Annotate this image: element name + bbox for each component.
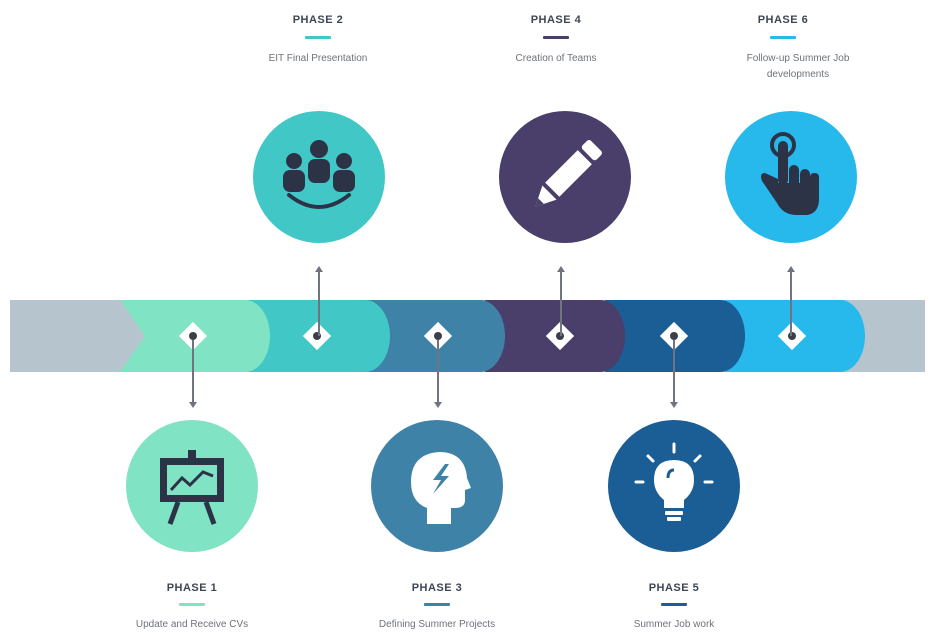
phase-3-description: Defining Summer Projects xyxy=(378,619,496,630)
phase-6-title: PHASE 6 xyxy=(757,14,809,26)
connector-3 xyxy=(437,340,439,402)
arrow-down-icon xyxy=(434,402,442,408)
milestone-dot-3 xyxy=(434,332,442,340)
milestone-dot-2 xyxy=(313,332,321,340)
phase-1-circle xyxy=(126,420,258,552)
lightbulb-icon xyxy=(634,442,714,521)
phase-2-title: PHASE 2 xyxy=(292,14,344,26)
phase-3-underline xyxy=(424,603,450,606)
phase-4-title: PHASE 4 xyxy=(530,14,582,26)
connector-5 xyxy=(673,340,675,402)
phase-6-circle xyxy=(725,111,857,243)
connector-6 xyxy=(790,272,792,336)
phase-1-description: Update and Receive CVs xyxy=(135,619,249,630)
arrow-up-icon xyxy=(787,266,795,272)
arrow-down-icon xyxy=(189,402,197,408)
phase-1-underline xyxy=(179,603,205,606)
pencil-icon xyxy=(535,140,602,207)
phase-3-title: PHASE 3 xyxy=(411,582,463,594)
phase-2-description: EIT Final Presentation xyxy=(268,53,368,64)
phase-4-underline xyxy=(543,36,569,39)
hand-pointer-icon xyxy=(761,132,819,215)
milestone-dot-5 xyxy=(670,332,678,340)
milestone-dot-6 xyxy=(788,332,796,340)
phase-3-circle xyxy=(371,420,503,552)
phase-5-circle xyxy=(608,420,740,552)
phase-5-title: PHASE 5 xyxy=(648,582,700,594)
phase-5-underline xyxy=(661,603,687,606)
milestone-dot-4 xyxy=(556,332,564,340)
phase-2-circle xyxy=(253,111,385,243)
connector-4 xyxy=(560,272,562,336)
arrow-down-icon xyxy=(670,402,678,408)
phase-2-underline xyxy=(305,36,331,39)
phase-5-description: Summer Job work xyxy=(633,619,715,630)
connector-2 xyxy=(318,272,320,336)
presentation-board-chart-icon xyxy=(160,450,224,525)
phase-1-title: PHASE 1 xyxy=(166,582,218,594)
connector-1 xyxy=(192,340,194,402)
arrow-up-icon xyxy=(315,266,323,272)
head-idea-icon xyxy=(411,452,471,524)
phase-6-description: Follow-up Summer Job developments xyxy=(746,53,850,80)
phase-4-circle xyxy=(499,111,631,243)
arrow-up-icon xyxy=(557,266,565,272)
milestone-dot-1 xyxy=(189,332,197,340)
phase-6-underline xyxy=(770,36,796,39)
team-group-icon xyxy=(283,140,355,209)
phase-4-description: Creation of Teams xyxy=(515,53,597,64)
